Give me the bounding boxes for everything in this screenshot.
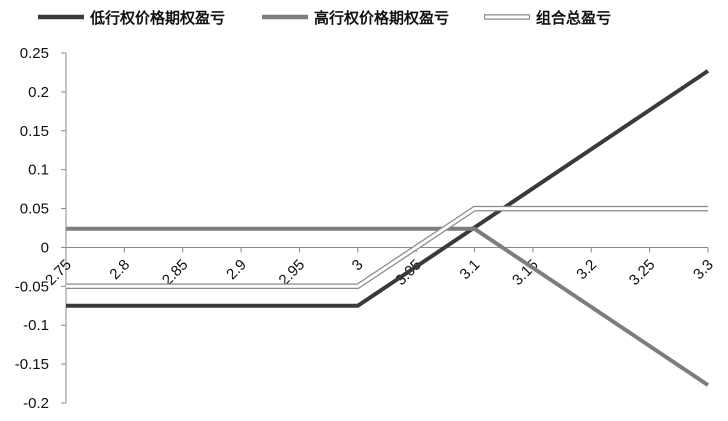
y-tick-label: 0.2 bbox=[28, 84, 49, 101]
x-tick-label: 2.9 bbox=[223, 256, 250, 283]
y-tick-label: -0.05 bbox=[15, 278, 49, 295]
series-line bbox=[66, 226, 710, 387]
x-tick-label: 3.1 bbox=[457, 256, 484, 283]
y-tick-label: 0.25 bbox=[20, 45, 49, 62]
y-tick-label: 0.15 bbox=[20, 123, 49, 140]
series-3 bbox=[66, 205, 708, 290]
series-group bbox=[66, 69, 710, 387]
legend-label: 高行权价格期权盈亏 bbox=[314, 9, 449, 27]
x-tick-label: 3.25 bbox=[626, 256, 659, 289]
y-tick-label: 0 bbox=[41, 239, 49, 256]
legend-item: 高行权价格期权盈亏 bbox=[262, 9, 449, 27]
x-tick-label: 3.2 bbox=[573, 256, 600, 283]
y-tick-label: -0.2 bbox=[23, 395, 49, 412]
x-tick-label: 3.3 bbox=[690, 256, 717, 283]
x-tick-label: 3 bbox=[349, 256, 367, 274]
y-axis: 0.25 0.2 0.15 0.1 0.05 0 -0.05 -0.1 -0.15 -0.2 bbox=[15, 45, 67, 412]
y-tick-label: -0.15 bbox=[15, 356, 49, 373]
legend-label: 低行权价格期权盈亏 bbox=[89, 9, 225, 27]
y-tick-label: 0.1 bbox=[28, 162, 49, 179]
legend: 低行权价格期权盈亏 高行权价格期权盈亏 组合总盈亏 bbox=[38, 9, 611, 27]
legend-item: 低行权价格期权盈亏 bbox=[38, 9, 225, 27]
x-tick-label: 2.8 bbox=[106, 256, 133, 283]
series-line bbox=[66, 207, 708, 288]
y-tick-label: 0.05 bbox=[20, 201, 49, 218]
legend-label: 组合总盈亏 bbox=[536, 9, 611, 27]
series-2 bbox=[66, 226, 710, 387]
legend-item: 组合总盈亏 bbox=[484, 9, 611, 27]
series-line bbox=[66, 69, 710, 308]
series-1 bbox=[66, 69, 710, 308]
y-tick-label: -0.1 bbox=[23, 317, 49, 334]
